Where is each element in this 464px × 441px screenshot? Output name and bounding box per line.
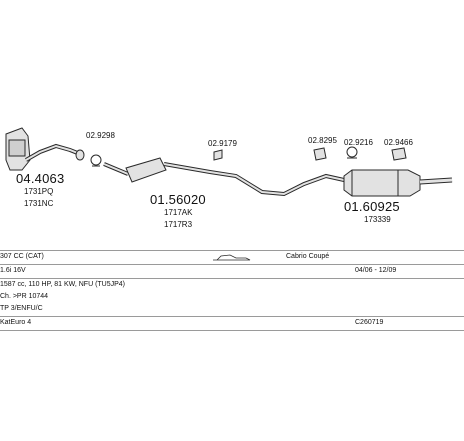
hanger-2-part-number: 02.8295 (308, 136, 337, 145)
divider (0, 330, 464, 331)
clamp-1-part-number: 02.9298 (86, 131, 115, 140)
catalyst-code-2: 1731NC (24, 199, 54, 208)
info-row-specs: 1587 cc, 110 HP, 81 KW, NFU (TU5JP4) (0, 278, 464, 292)
specs-text: 1587 cc, 110 HP, 81 KW, NFU (TU5JP4) (0, 281, 126, 288)
body-style-text: Cabrio Coupé (286, 253, 330, 260)
kit-text: KatEuro 4 (0, 319, 32, 326)
code-text: C260719 (355, 319, 384, 326)
info-row-engine: 1.6i 16V 04/06 - 12/09 (0, 264, 464, 278)
hanger-1-part-number: 02.9179 (208, 139, 237, 148)
info-row-chassis: Ch. >PR 10744 (0, 290, 464, 304)
clamp-2-part (346, 146, 358, 159)
catalyst-part-number: 04.4063 (16, 171, 65, 186)
catalyst-code-1: 1731PQ (24, 187, 54, 196)
hanger-2-part (313, 147, 327, 161)
rear-silencer-part-number: 01.60925 (344, 199, 400, 214)
divider (0, 316, 464, 317)
info-row-kit: KatEuro 4 C260719 (0, 316, 464, 330)
clamp-1-part (90, 154, 102, 167)
clamp-2-part-number: 02.9216 (344, 138, 373, 147)
hanger-1-part (213, 149, 223, 161)
model-text: 307 CC (CAT) (0, 253, 44, 260)
rear-silencer-code-1: 173339 (364, 215, 391, 224)
chassis-text: Ch. >PR 10744 (0, 293, 49, 300)
catalyst-part (5, 127, 85, 171)
car-silhouette-icon (212, 253, 252, 267)
divider (0, 250, 464, 251)
engine-text: 1.6i 16V (0, 267, 26, 274)
exhaust-system-diagram: 04.4063 1731PQ 1731NC 02.9298 01.56020 1… (5, 127, 453, 229)
mid-silencer-part (103, 157, 345, 197)
mid-silencer-part-number: 01.56020 (150, 192, 206, 207)
hanger-3-part (391, 147, 407, 161)
info-row-catalyst-note: TP 3/ENFU/C (0, 302, 464, 316)
years-text: 04/06 - 12/09 (355, 267, 397, 274)
hanger-3-part-number: 02.9466 (384, 138, 413, 147)
mid-silencer-code-1: 1717AK (164, 208, 193, 217)
mid-silencer-code-2: 1717R3 (164, 220, 193, 229)
catalyst-note-text: TP 3/ENFU/C (0, 305, 43, 312)
info-row-model: 307 CC (CAT) Cabrio Coupé (0, 250, 464, 264)
divider (0, 278, 464, 279)
exhaust-drawing (5, 127, 453, 197)
rear-silencer-part (343, 169, 453, 197)
divider (0, 264, 464, 265)
